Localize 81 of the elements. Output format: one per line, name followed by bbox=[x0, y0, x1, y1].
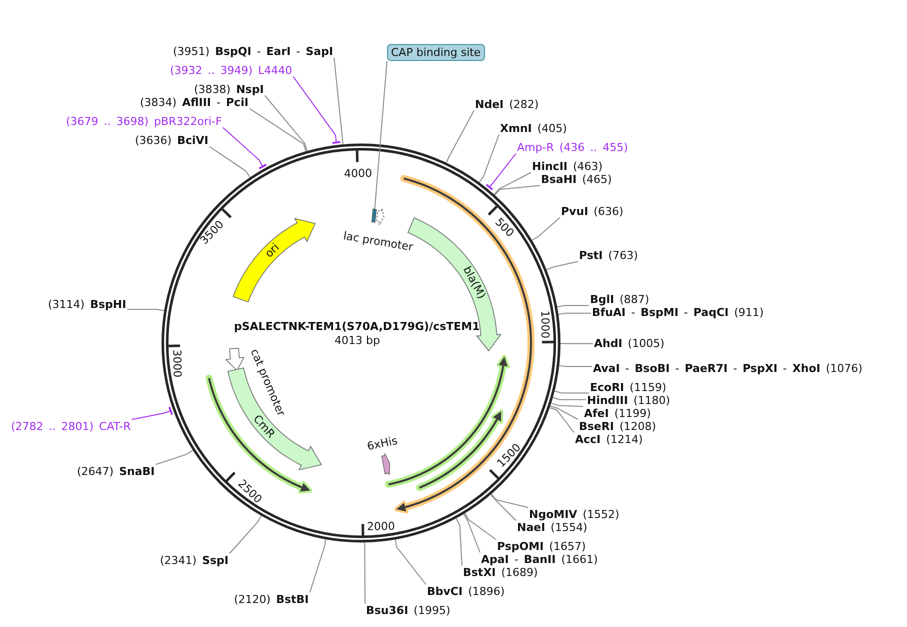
leader-line bbox=[155, 450, 194, 465]
enzyme-site-label: BfuAI - BspMI - PaqCI (911) bbox=[591, 306, 765, 318]
leader-line bbox=[446, 110, 474, 164]
leader-line bbox=[463, 514, 480, 553]
leader-line bbox=[456, 518, 462, 566]
feature-label: lac promoter bbox=[342, 229, 414, 254]
enzyme-site-label: BsaHI (465) bbox=[540, 172, 613, 186]
feature-label: 6xHis bbox=[366, 434, 398, 454]
leader-line bbox=[546, 261, 578, 270]
feature-label: ori bbox=[262, 241, 282, 261]
enzyme-site-label: BstXI (1689) bbox=[462, 566, 539, 578]
leader-line bbox=[494, 172, 532, 195]
enzyme-site-label: PstI (763) bbox=[578, 248, 639, 262]
leader-line bbox=[208, 146, 250, 178]
leader-line bbox=[464, 512, 496, 540]
enzyme-site-label: (2341) SspI bbox=[159, 554, 230, 566]
enzyme-site-label: (3636) BciVI bbox=[134, 134, 210, 146]
enzyme-site-label: EcoRI (1159) bbox=[589, 380, 668, 394]
enzyme-site-label: (3838) NspI bbox=[193, 82, 265, 96]
enzyme-site-label: AccI (1214) bbox=[574, 432, 644, 446]
leader-line bbox=[486, 153, 516, 190]
enzyme-site-label: (2647) SnaBI bbox=[76, 464, 156, 478]
leader-line bbox=[222, 127, 267, 170]
leader-line bbox=[229, 515, 262, 554]
leader-line bbox=[554, 390, 590, 394]
enzyme-site-label: NaeI (1554) bbox=[516, 520, 588, 534]
primer-label: (2782 .. 2801) CAT-R bbox=[10, 420, 132, 432]
enzyme-site-label: AhdI (1005) bbox=[593, 336, 666, 350]
leader-line bbox=[490, 494, 516, 521]
primer-label: Amp-R (436 .. 455) bbox=[516, 140, 629, 154]
primer-label: (3679 .. 3698) pBR322ori-F bbox=[65, 114, 223, 128]
leader-line bbox=[264, 95, 308, 152]
enzyme-site-label: BglI (887) bbox=[589, 292, 650, 306]
leader-line bbox=[550, 402, 584, 407]
leader-line bbox=[374, 60, 388, 210]
enzyme-site-label: PspOMI (1657) bbox=[496, 540, 587, 552]
enzyme-site-label: NgoMIV (1552) bbox=[528, 508, 620, 520]
leader-line bbox=[334, 57, 344, 145]
leader-line bbox=[131, 406, 173, 420]
sequence-length: 4013 bp bbox=[334, 334, 380, 346]
plasmid-name: pSALECTNK-TEM1(S70A,D179G)/csTEM1 bbox=[234, 320, 480, 332]
leader-line bbox=[478, 134, 500, 183]
leader-line bbox=[556, 305, 590, 308]
feature-callout: CAP binding site bbox=[387, 44, 485, 61]
scale-label: 3000 bbox=[170, 350, 184, 378]
enzyme-site-label: BbvCI (1896) bbox=[426, 584, 506, 598]
leader-line bbox=[558, 312, 592, 315]
enzyme-site-label: (2120) BstBI bbox=[233, 592, 310, 606]
scale-label: 500 bbox=[492, 216, 517, 240]
enzyme-site-label: ApaI - BanII (1661) bbox=[480, 552, 599, 566]
enzyme-site-label: BseRI (1208) bbox=[578, 420, 658, 432]
scale-label: 1000 bbox=[538, 310, 552, 338]
enzyme-site-label: AfeI (1199) bbox=[583, 406, 652, 420]
enzyme-site-label: PvuI (636) bbox=[560, 204, 624, 218]
leader-line bbox=[560, 343, 594, 344]
leader-line bbox=[549, 407, 574, 433]
scale-label: 4000 bbox=[343, 166, 372, 180]
enzyme-site-label: (3834) AflIII - PciI bbox=[139, 96, 250, 108]
leader-line bbox=[550, 405, 578, 420]
leader-line bbox=[292, 76, 340, 144]
enzyme-site-label: NdeI (282) bbox=[474, 98, 540, 110]
leader-line bbox=[248, 108, 306, 152]
enzyme-site-label: HincII (463) bbox=[531, 160, 604, 172]
leader-line bbox=[532, 217, 560, 241]
enzyme-site-label: (3114) BspHI bbox=[47, 298, 128, 310]
enzyme-site-label: XmnI (405) bbox=[499, 122, 568, 134]
primer-label: (3932 .. 3949) L4440 bbox=[169, 64, 294, 76]
enzyme-site-label: Bsu36I (1995) bbox=[365, 604, 452, 616]
enzyme-site-label: HindIII (1180) bbox=[586, 394, 672, 406]
leader-line bbox=[494, 185, 540, 196]
leader-line bbox=[558, 365, 592, 368]
leader-line bbox=[552, 397, 586, 400]
enzyme-site-label: AvaI - BsoBI - PaeR7I - PspXI - XhoI (1076) bbox=[592, 362, 864, 374]
binding-site-mark bbox=[370, 208, 378, 224]
leader-line bbox=[309, 538, 326, 593]
scale-label: 2000 bbox=[366, 520, 396, 534]
leader-line bbox=[490, 494, 528, 508]
leader-line bbox=[394, 539, 426, 585]
enzyme-site-label: (3951) BspQI - EarI - SapI bbox=[172, 44, 334, 58]
leader-line bbox=[364, 542, 366, 604]
leader-line bbox=[126, 308, 165, 312]
